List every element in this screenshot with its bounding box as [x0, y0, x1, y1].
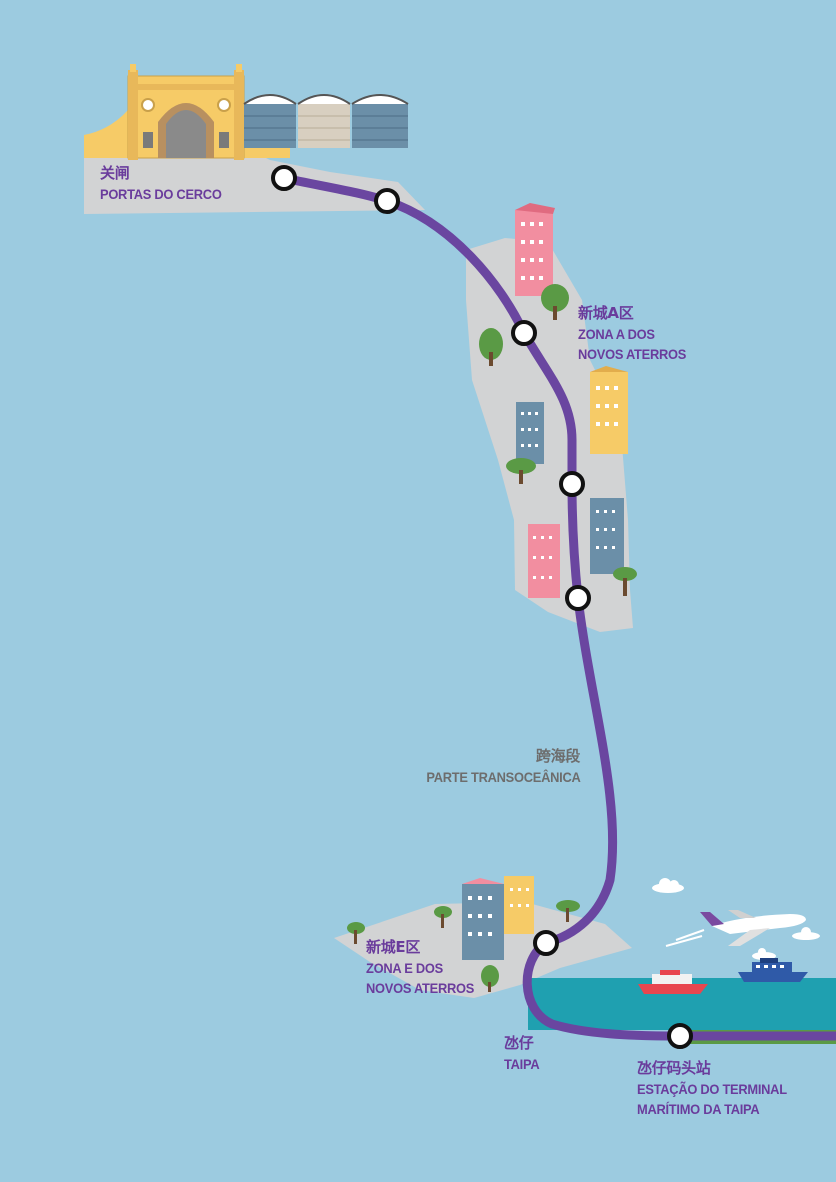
label-taipa-pt: TAIPA	[504, 1056, 540, 1072]
station-zona-a-1[interactable]	[511, 320, 537, 346]
label-terminal-pt-2: MARÍTIMO DA TAIPA	[637, 1101, 760, 1117]
station-taipa-ferry-terminal[interactable]	[667, 1023, 693, 1049]
label-terminal-zh: 氹仔码头站	[637, 1059, 711, 1077]
label-transoceanic-pt: PARTE TRANSOCEÂNICA	[425, 769, 580, 785]
label-taipa: 氹仔 TAIPA	[504, 1033, 542, 1074]
station-markers	[271, 165, 693, 1049]
label-taipa-zh: 氹仔	[504, 1034, 534, 1052]
label-zona-a: 新城A区 ZONA A DOS NOVOS ATERROS	[578, 303, 695, 364]
station-2[interactable]	[374, 188, 400, 214]
ferry-icon-blue	[738, 958, 808, 982]
tree-icon	[434, 906, 452, 928]
tree-icon	[506, 458, 536, 484]
zona-e-buildings-illustration	[462, 876, 534, 960]
label-zona-a-pt-1: ZONA A DOS	[578, 326, 655, 342]
label-zona-a-pt-2: NOVOS ATERROS	[578, 346, 687, 362]
tree-icon	[613, 567, 637, 596]
label-terminal-pt-1: ESTAÇÃO DO TERMINAL	[637, 1081, 787, 1097]
tree-icon	[347, 922, 365, 944]
station-zona-e[interactable]	[533, 930, 559, 956]
cloud-icons	[652, 878, 820, 960]
cloud-icon	[792, 927, 820, 940]
tree-icon	[481, 965, 499, 992]
airplane-icon	[665, 910, 806, 947]
label-transoceanic: 跨海段 PARTE TRANSOCEÂNICA	[413, 746, 580, 787]
label-portas-zh: 关闸	[100, 164, 130, 182]
tree-icon	[556, 900, 580, 922]
tree-icon	[479, 328, 503, 366]
cloud-icon	[652, 878, 684, 893]
tree-icons	[347, 284, 637, 992]
label-zona-e-pt-2: NOVOS ATERROS	[366, 980, 475, 996]
station-portas-do-cerco[interactable]	[271, 165, 297, 191]
label-transoceanic-zh: 跨海段	[535, 747, 580, 765]
label-zona-e-pt-1: ZONA E DOS	[366, 960, 443, 976]
land-portas-do-cerco	[84, 150, 425, 214]
station-zona-a-3[interactable]	[565, 585, 591, 611]
border-checkpoint-building-illustration	[243, 94, 409, 148]
station-zona-a-2[interactable]	[559, 471, 585, 497]
label-portas-pt: PORTAS DO CERCO	[100, 186, 222, 202]
label-zona-e: 新城E区 ZONA E DOS NOVOS ATERROS	[366, 937, 483, 998]
ferry-icon-red	[638, 970, 708, 994]
label-zona-e-zh: 新城E区	[366, 938, 421, 956]
label-portas-do-cerco: 关闸 PORTAS DO CERCO	[100, 163, 232, 204]
zona-a-buildings-illustration	[515, 203, 628, 598]
label-zona-a-zh: 新城A区	[578, 304, 634, 322]
label-taipa-ferry-terminal: 氹仔码头站 ESTAÇÃO DO TERMINAL MARÍTIMO DA TA…	[637, 1058, 800, 1119]
tree-icon	[541, 284, 569, 320]
